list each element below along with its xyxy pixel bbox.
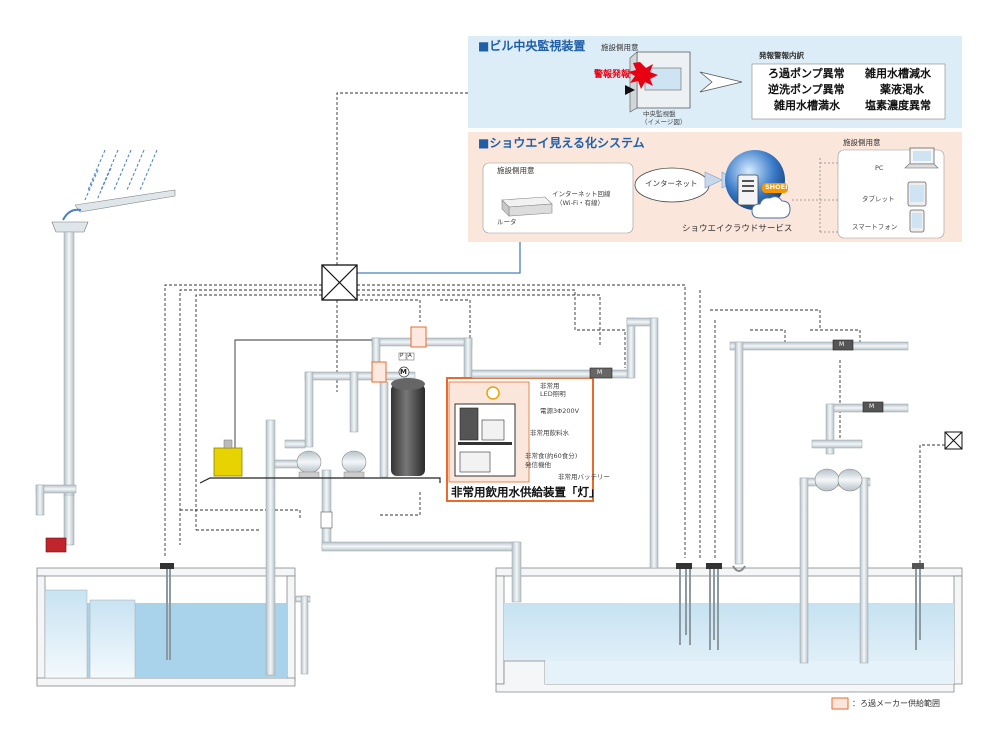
tank-probes (166, 569, 921, 660)
bms-panel-title: ■ビル中央監視装置 (478, 39, 586, 53)
motor-valve-1 (589, 367, 613, 379)
device-pc: PC (875, 164, 884, 172)
smartphone-icon (909, 209, 925, 233)
alarm-item: 逆洗ポンプ異常 (768, 83, 845, 96)
power-label: 電源3Φ200V (540, 407, 580, 415)
internet-line-label: インターネット回線 (552, 190, 611, 198)
water-label: 非常用飲料水 (530, 429, 569, 437)
alarm-list-box (751, 63, 946, 120)
monitor-cabinet (625, 51, 691, 113)
device-smartphone: スマートフォン (852, 223, 898, 231)
roof-drain (51, 189, 176, 233)
cloud-panel-title: ■ショウエイ見える化システム (478, 136, 645, 150)
facility-box (482, 162, 634, 234)
junction-box-small-icon (944, 431, 963, 450)
filter-column (391, 384, 425, 476)
devices-title: 施設側用意 (843, 138, 881, 147)
pressure-symbol: P (400, 353, 404, 359)
network-line (357, 242, 521, 274)
alarm-item: 塩素濃度異常 (865, 99, 931, 112)
laptop-icon (904, 147, 939, 169)
rain-lines (84, 149, 158, 201)
arrow-icon (699, 71, 743, 93)
device-tablet: タブレット (862, 195, 895, 203)
router-icon (501, 196, 553, 217)
router-label: ルータ (497, 218, 517, 226)
motor-valve-1-label: M (597, 369, 603, 376)
downpipe (63, 231, 75, 498)
alarm-item: 雑用水槽満水 (774, 99, 840, 112)
inlet-valve (45, 537, 67, 553)
emergency-unit-rack (454, 386, 516, 477)
right-tank (495, 567, 963, 693)
overflow-trap (732, 565, 746, 572)
signal-lines (164, 92, 945, 568)
device-links (792, 158, 838, 233)
shoei-badge-label: SHOEI (765, 183, 788, 191)
internet-line-sub: （Wi-Fi・有線） (556, 199, 605, 207)
legend-label: ：ろ過メーカー供給範囲 (852, 699, 940, 708)
cloud-service-label: ショウエイクラウドサービス (682, 224, 793, 234)
ammeter-symbol: A (408, 353, 412, 359)
cloud-icon (751, 196, 791, 219)
pump-right-2 (837, 468, 863, 492)
pump-left-2 (341, 450, 367, 479)
monitor-caption: 中央監視盤 (643, 110, 676, 118)
chemical-tank (213, 447, 243, 477)
alarm-item: 雑用水槽減水 (865, 67, 931, 80)
pump-left-1 (296, 450, 322, 479)
shoei-badge (762, 183, 788, 193)
alarm-flash-label: 警報発報 (594, 70, 631, 80)
arrow-right-icon (704, 171, 723, 189)
internet-bubble-label: インターネット (645, 179, 698, 188)
motor-valve-2-label: M (839, 341, 845, 348)
alarm-burst-icon (628, 62, 658, 89)
facility-label: 施設側用意 (497, 166, 535, 175)
food-label: 非常食(約60食分) (525, 452, 578, 460)
junction-box-icon (321, 264, 358, 301)
legend-swatch (831, 697, 849, 710)
tablet-icon (907, 181, 927, 207)
motor-valve-3 (862, 401, 884, 413)
led-label-2: LED照明 (540, 390, 566, 398)
bms-panel-subtitle: 施設側用意 (601, 43, 639, 52)
machine-floor (199, 477, 441, 484)
alarm-item: 薬液渇水 (880, 83, 924, 96)
alarm-item: ろ過ポンプ異常 (768, 67, 845, 80)
monitor-caption-2: （イメージ図） (641, 118, 687, 126)
motor-valve-3-label: M (869, 403, 875, 410)
food-label-2: 発信機他 (525, 461, 551, 469)
led-label: 非常用 (540, 382, 560, 390)
battery-label: 非常用バッテリー (558, 473, 610, 481)
motor-symbol: M (400, 368, 407, 376)
motor-valve-2 (832, 339, 854, 351)
pump-right-1 (814, 468, 840, 492)
alarm-list-title: 発報警報内訳 (759, 51, 804, 60)
emergency-unit-title: 非常用飲用水供給装置「灯」 (451, 485, 601, 499)
